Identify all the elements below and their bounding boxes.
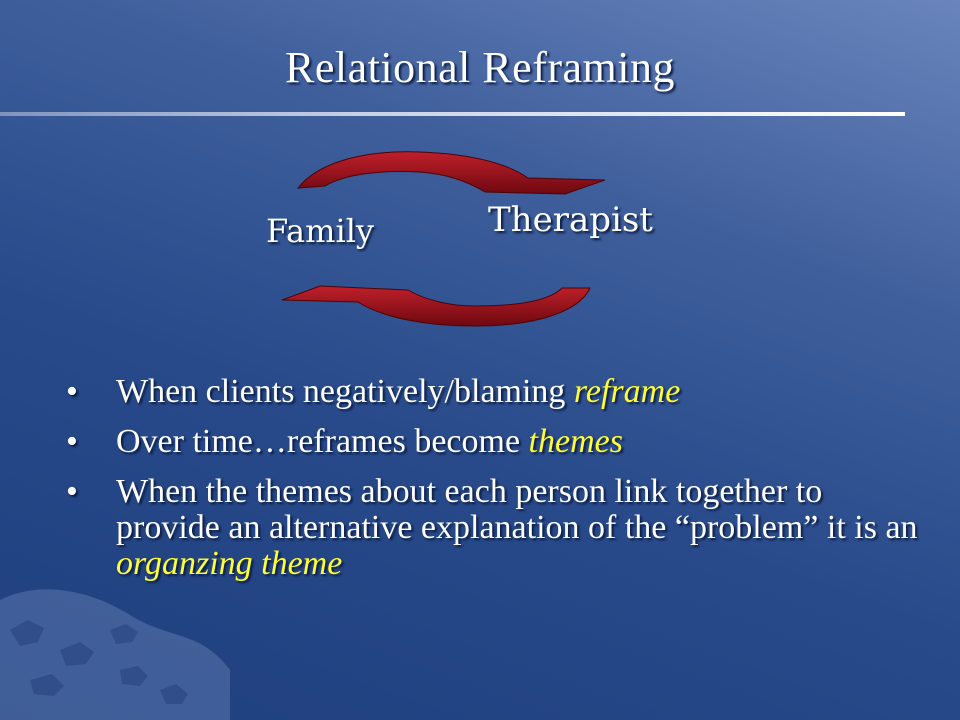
bullet-item: • When clients negatively/blaming refram… <box>62 374 922 410</box>
bullet-text: Over time…reframes become <box>116 423 529 460</box>
cycle-diagram <box>281 151 606 327</box>
top-cycle-arrow <box>296 151 606 195</box>
bullet-text: When clients negatively/blaming <box>116 373 574 410</box>
bullet-marker: • <box>66 473 78 510</box>
bullet-marker: • <box>66 373 78 410</box>
bullet-emphasis: reframe <box>573 373 681 410</box>
bullet-text: When the themes about each person link t… <box>116 473 918 546</box>
therapist-label: Therapist <box>488 200 653 240</box>
background-map-texture <box>0 589 230 720</box>
bottom-cycle-arrow <box>281 285 591 327</box>
bullet-marker: • <box>66 423 78 460</box>
bullet-emphasis: themes <box>528 423 623 460</box>
bullet-list: • When clients negatively/blaming refram… <box>62 374 922 596</box>
family-label: Family <box>266 212 374 250</box>
bullet-item: • Over time…reframes become themes <box>62 424 922 460</box>
title-divider <box>0 112 905 116</box>
bullet-emphasis: organzing theme <box>116 545 343 582</box>
bullet-item: • When the themes about each person link… <box>62 474 922 582</box>
slide-title: Relational Reframing <box>285 43 675 92</box>
